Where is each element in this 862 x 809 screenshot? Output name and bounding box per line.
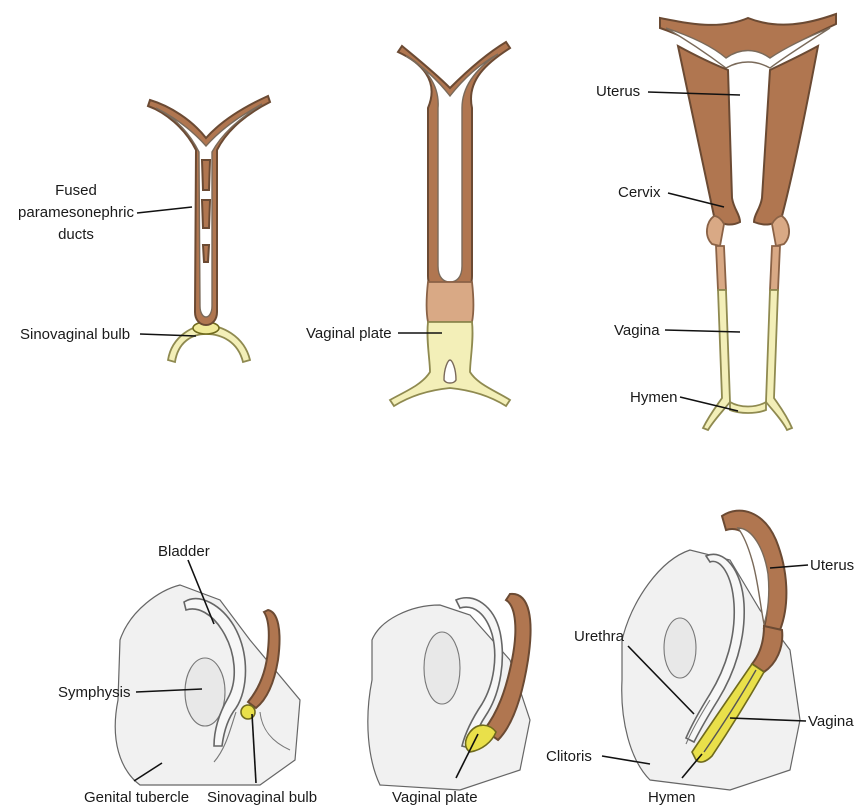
panel-fused-ducts [148, 96, 270, 362]
label-vaginal-plate-top: Vaginal plate [306, 325, 392, 342]
label-cervix: Cervix [618, 184, 661, 201]
panel-definitive-uterus [660, 14, 836, 430]
label-fused-ducts-1: Fused [55, 182, 97, 199]
symphysis-shape-2 [424, 632, 460, 704]
label-uterus-top: Uterus [596, 83, 640, 100]
label-fused-ducts-3: ducts [58, 226, 94, 243]
label-sinovaginal-bulb-top: Sinovaginal bulb [20, 326, 130, 343]
label-symphysis: Symphysis [58, 684, 131, 701]
panel-sagittal-3 [622, 511, 800, 790]
leader-fused-ducts [137, 207, 192, 213]
septum-remnant-3 [203, 245, 209, 262]
label-fused-ducts-2: paramesonephric [18, 204, 134, 221]
label-hymen-top: Hymen [630, 389, 678, 406]
label-uterus-bottom: Uterus [810, 557, 854, 574]
vagina-wall-upper [716, 246, 780, 290]
panel-vaginal-plate-top [390, 42, 510, 406]
panel-sagittal-2 [368, 594, 531, 790]
label-sinovaginal-bulb-bottom: Sinovaginal bulb [207, 789, 317, 806]
uterus-right-wall [754, 46, 818, 224]
vaginal-plate-upper [427, 282, 474, 322]
label-clitoris: Clitoris [546, 748, 592, 765]
septum-remnant-2 [202, 200, 210, 228]
label-vaginal-plate-bottom: Vaginal plate [392, 789, 478, 806]
label-vagina-top: Vagina [614, 322, 660, 339]
label-vagina-bottom: Vagina [808, 713, 854, 730]
septum-remnant-1 [202, 160, 210, 190]
symphysis-shape-3 [664, 618, 696, 678]
label-urethra: Urethra [574, 628, 625, 645]
cervix-right [772, 216, 789, 246]
label-bladder: Bladder [158, 543, 210, 560]
leader-vagina-top [665, 330, 740, 332]
cervix-left [707, 216, 724, 246]
hymen-membrane [730, 402, 766, 413]
label-genital-tubercle: Genital tubercle [84, 789, 189, 806]
label-hymen-bottom: Hymen [648, 789, 696, 806]
panel-sagittal-1 [115, 585, 300, 785]
